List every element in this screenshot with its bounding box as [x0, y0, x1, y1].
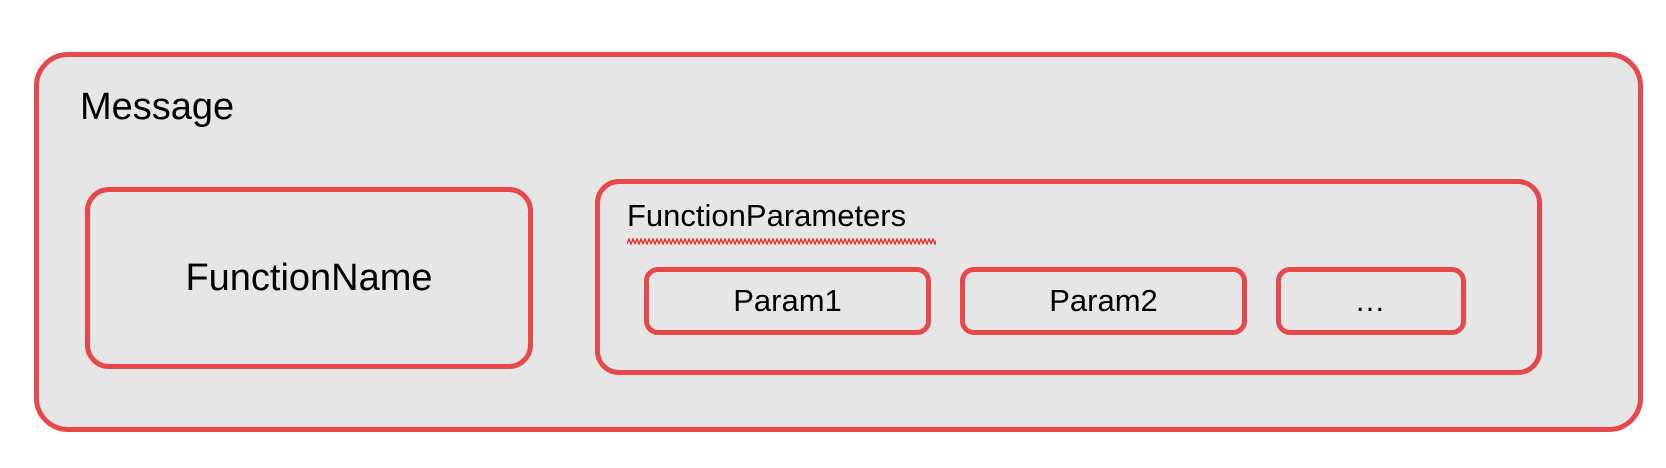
- parameter-list: Param1 Param2 …: [644, 267, 1504, 335]
- spellcheck-underline-icon: [627, 238, 936, 245]
- message-label: Message: [80, 86, 235, 128]
- parameter-label: …: [1354, 283, 1388, 318]
- function-name-label: FunctionName: [185, 257, 433, 299]
- function-parameters-label: FunctionParameters: [627, 198, 907, 233]
- parameter-label: Param2: [1049, 283, 1158, 318]
- parameter-label: Param1: [733, 283, 842, 318]
- function-parameters-box[interactable]: FunctionParameters Param1 Param2 …: [595, 179, 1542, 375]
- parameter-box[interactable]: Param2: [960, 267, 1247, 335]
- function-name-box[interactable]: FunctionName: [85, 187, 533, 369]
- parameter-box[interactable]: Param1: [644, 267, 931, 335]
- message-box[interactable]: Message FunctionName FunctionParameters …: [34, 52, 1643, 432]
- parameter-box-ellipsis[interactable]: …: [1276, 267, 1466, 335]
